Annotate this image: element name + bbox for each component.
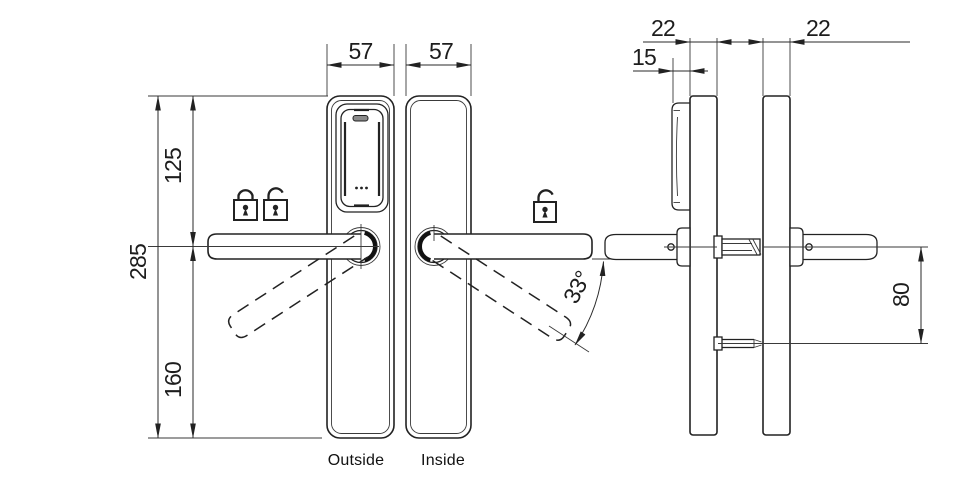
- dim-inside-thickness: 22: [806, 15, 830, 41]
- lock-closed-icon: [233, 189, 258, 221]
- inside-handle: [414, 225, 593, 341]
- inside-view: 33°: [405, 95, 648, 439]
- dim-handle-to-bottom: 160: [160, 362, 186, 398]
- spindle: [713, 235, 762, 259]
- reader-bump-profile: [671, 102, 692, 211]
- outside-view-label: Outside: [328, 452, 385, 469]
- dim-handle-to-screw: 80: [888, 283, 914, 307]
- inside-plate-profile: [762, 95, 791, 436]
- dim-outside-thickness: 22: [651, 15, 675, 41]
- side-view: [604, 95, 928, 436]
- side-dimensions: 22 22 15 80: [632, 15, 924, 344]
- inside-plate: [405, 95, 472, 439]
- handle-angle-dimension: 33°: [548, 258, 648, 353]
- lock-open-icon: [533, 189, 557, 223]
- dim-plate-height: 285: [125, 244, 151, 280]
- outside-plate-profile: [689, 95, 718, 436]
- inside-handle-rotated-dashed: [426, 235, 572, 341]
- dim-top-to-handle: 125: [160, 148, 186, 184]
- dim-inside-plate-width: 57: [429, 38, 453, 64]
- inside-plate-inner-line: [410, 100, 467, 434]
- dim-reader-protrusion: 15: [632, 44, 656, 70]
- inside-view-label: Inside: [421, 452, 465, 469]
- lock-open-icon: [263, 187, 288, 221]
- outside-handle-rotated-dashed: [227, 235, 369, 339]
- outside-handle-profile: [604, 227, 691, 267]
- front-dimensions: 57 57 285 125 160: [125, 38, 472, 439]
- led-slot: [352, 115, 369, 122]
- outside-plate-inner-line: [331, 100, 390, 434]
- dim-outside-plate-width: 57: [349, 38, 373, 64]
- reader-module: [335, 103, 389, 213]
- reader-dots-icon: [355, 186, 368, 190]
- dim-handle-angle: 33°: [558, 267, 596, 308]
- outside-view: [186, 95, 395, 439]
